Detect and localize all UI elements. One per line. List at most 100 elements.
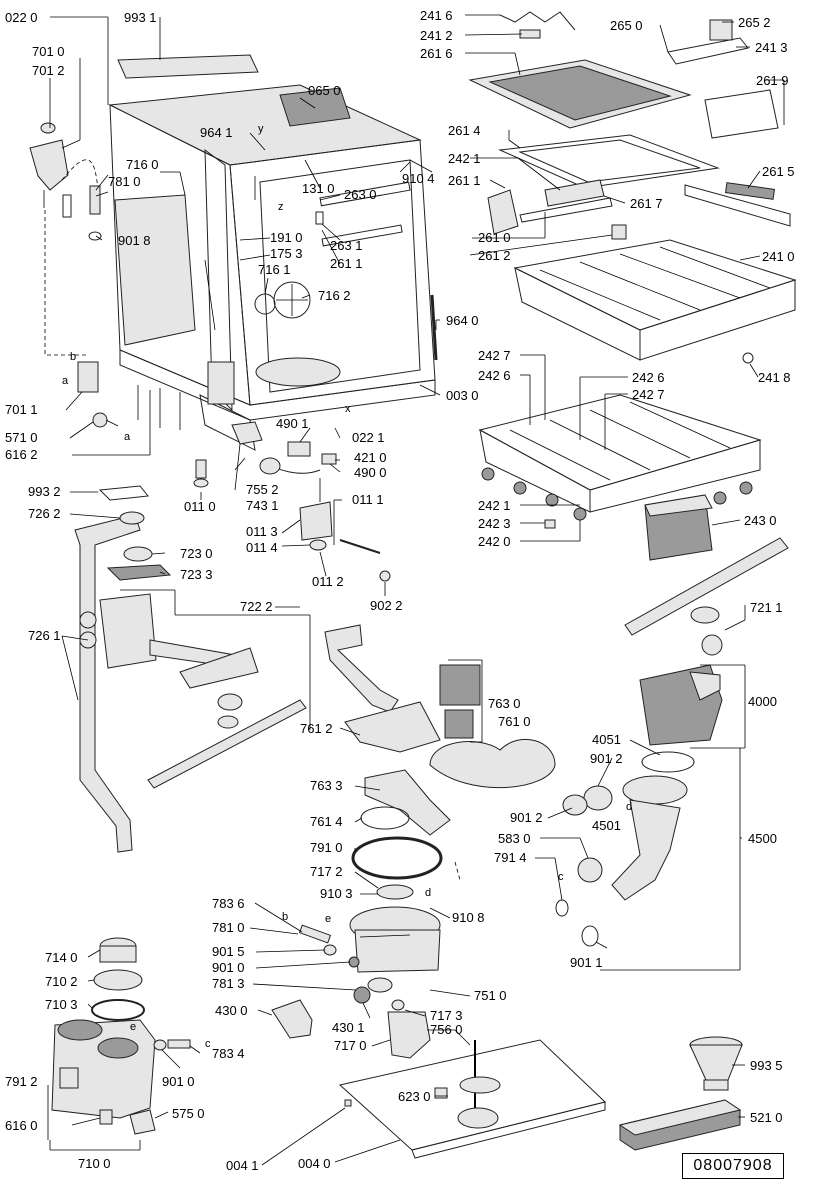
label-430-1: 430 1 bbox=[332, 1020, 365, 1035]
label-242-1a: 242 1 bbox=[448, 151, 481, 166]
hinge-701-2 bbox=[29, 139, 69, 191]
micro-filter-763-3 bbox=[364, 769, 451, 836]
label-241-6: 241 6 bbox=[420, 8, 453, 23]
letter-b-bottom: b bbox=[282, 911, 288, 923]
letter-z: z bbox=[278, 201, 284, 213]
label-791-2: 791 2 bbox=[5, 1074, 38, 1089]
seal-791-0 bbox=[351, 836, 443, 880]
label-723-0: 723 0 bbox=[180, 546, 213, 561]
clip-723-3 bbox=[106, 564, 172, 581]
seal-710-3 bbox=[91, 999, 145, 1021]
label-265-2: 265 2 bbox=[738, 15, 771, 30]
connection-letters: b a a b e e c c d d x y z bbox=[62, 123, 632, 1050]
washer-726-2 bbox=[119, 511, 145, 525]
label-521-0: 521 0 bbox=[750, 1110, 783, 1125]
hose-4501 bbox=[611, 799, 681, 901]
rack-frame-261-4 bbox=[498, 134, 720, 189]
lower-basket-242-0 bbox=[478, 394, 762, 561]
spray-arm-assembly-722-2 bbox=[99, 589, 311, 789]
label-263-0: 263 0 bbox=[344, 187, 377, 202]
label-261-2: 261 2 bbox=[478, 248, 511, 263]
label-901-1: 901 1 bbox=[570, 955, 603, 970]
label-261-1b: 261 1 bbox=[448, 173, 481, 188]
label-261-7: 261 7 bbox=[630, 196, 663, 211]
label-571-0: 571 0 bbox=[5, 430, 38, 445]
label-011-3: 011 3 bbox=[246, 524, 278, 539]
label-242-0: 242 0 bbox=[478, 534, 511, 549]
spray-tube-761-2 bbox=[324, 624, 399, 713]
label-993-2: 993 2 bbox=[28, 484, 61, 499]
funnel-993-5 bbox=[689, 1036, 743, 1091]
sensor-490-1 bbox=[287, 441, 311, 457]
label-242-6b: 242 6 bbox=[632, 370, 665, 385]
stop-261-2 bbox=[611, 224, 627, 240]
label-964-0: 964 0 bbox=[446, 313, 479, 328]
letter-b-top: b bbox=[70, 351, 76, 363]
label-791-4: 791 4 bbox=[494, 850, 527, 865]
letter-x: x bbox=[345, 403, 351, 415]
label-902-2: 902 2 bbox=[370, 598, 403, 613]
label-901-0b: 901 0 bbox=[162, 1074, 195, 1089]
leader-lines bbox=[47, 14, 761, 1166]
label-261-6: 261 6 bbox=[420, 46, 453, 61]
letter-e-top: e bbox=[325, 913, 331, 925]
label-261-4: 261 4 bbox=[448, 123, 481, 138]
label-242-1b: 242 1 bbox=[478, 498, 511, 513]
label-4051: 4051 bbox=[592, 732, 621, 747]
label-781-3: 781 3 bbox=[212, 976, 245, 991]
label-421-0: 421 0 bbox=[354, 450, 387, 465]
label-623-0: 623 0 bbox=[398, 1089, 431, 1104]
label-490-1: 490 1 bbox=[276, 416, 309, 431]
label-763-3: 763 3 bbox=[310, 778, 343, 793]
label-242-7b: 242 7 bbox=[632, 387, 665, 402]
stop-261-1 bbox=[487, 189, 519, 235]
foot-assembly-011-3 bbox=[299, 501, 333, 541]
clip-265-2 bbox=[709, 19, 733, 41]
label-191-0: 191 0 bbox=[270, 230, 303, 245]
base-plate-004-0 bbox=[338, 1039, 607, 1159]
spring-241-6 bbox=[499, 11, 576, 31]
drip-tray-065-0 bbox=[279, 87, 351, 127]
label-175-3: 175 3 bbox=[270, 246, 303, 261]
label-751-0: 751 0 bbox=[474, 988, 507, 1003]
pressostat-421-0 bbox=[259, 457, 281, 475]
ring-791-4 bbox=[555, 899, 569, 917]
label-242-3: 242 3 bbox=[478, 516, 511, 531]
bracket-lines bbox=[49, 16, 785, 1151]
nut-723-0 bbox=[123, 546, 153, 562]
label-716-0: 716 0 bbox=[126, 157, 159, 172]
clamp-901-1 bbox=[581, 925, 599, 947]
left-side-parts bbox=[29, 122, 209, 501]
pump-717-0 bbox=[387, 1011, 431, 1059]
label-011-4: 011 4 bbox=[246, 540, 278, 555]
label-763-0: 763 0 bbox=[488, 696, 521, 711]
label-901-2a: 901 2 bbox=[590, 751, 623, 766]
part-labels: 022 0 993 1 701 0 701 2 065 0 964 1 716 … bbox=[5, 8, 795, 1173]
label-910-4: 910 4 bbox=[402, 171, 435, 186]
label-616-0: 616 0 bbox=[5, 1118, 38, 1133]
label-4000: 4000 bbox=[748, 694, 777, 709]
label-722-2: 722 2 bbox=[240, 599, 273, 614]
drawing-reference-number: 08007908 bbox=[682, 1153, 784, 1179]
seal-761-4 bbox=[360, 806, 410, 830]
label-761-4: 761 4 bbox=[310, 814, 343, 829]
upper-basket-241-0 bbox=[513, 239, 797, 331]
nut-902-2 bbox=[379, 570, 391, 582]
label-726-1: 726 1 bbox=[28, 628, 61, 643]
label-242-6a: 242 6 bbox=[478, 368, 511, 383]
filter-plate-761-0 bbox=[429, 738, 556, 789]
runner-261-7 bbox=[544, 179, 605, 207]
label-131-0: 131 0 bbox=[302, 181, 335, 196]
label-901-2b: 901 2 bbox=[510, 810, 543, 825]
label-701-1: 701 1 bbox=[5, 402, 38, 417]
letter-a-left: a bbox=[62, 375, 69, 387]
label-241-3: 241 3 bbox=[755, 40, 788, 55]
label-011-0: 011 0 bbox=[184, 499, 216, 514]
label-783-6: 783 6 bbox=[212, 896, 245, 911]
label-721-1: 721 1 bbox=[750, 600, 783, 615]
valve-583-0 bbox=[577, 857, 603, 883]
wheel-bracket-261-9 bbox=[704, 89, 779, 139]
label-781-0b: 781 0 bbox=[212, 920, 245, 935]
heater-430-0 bbox=[271, 999, 313, 1039]
